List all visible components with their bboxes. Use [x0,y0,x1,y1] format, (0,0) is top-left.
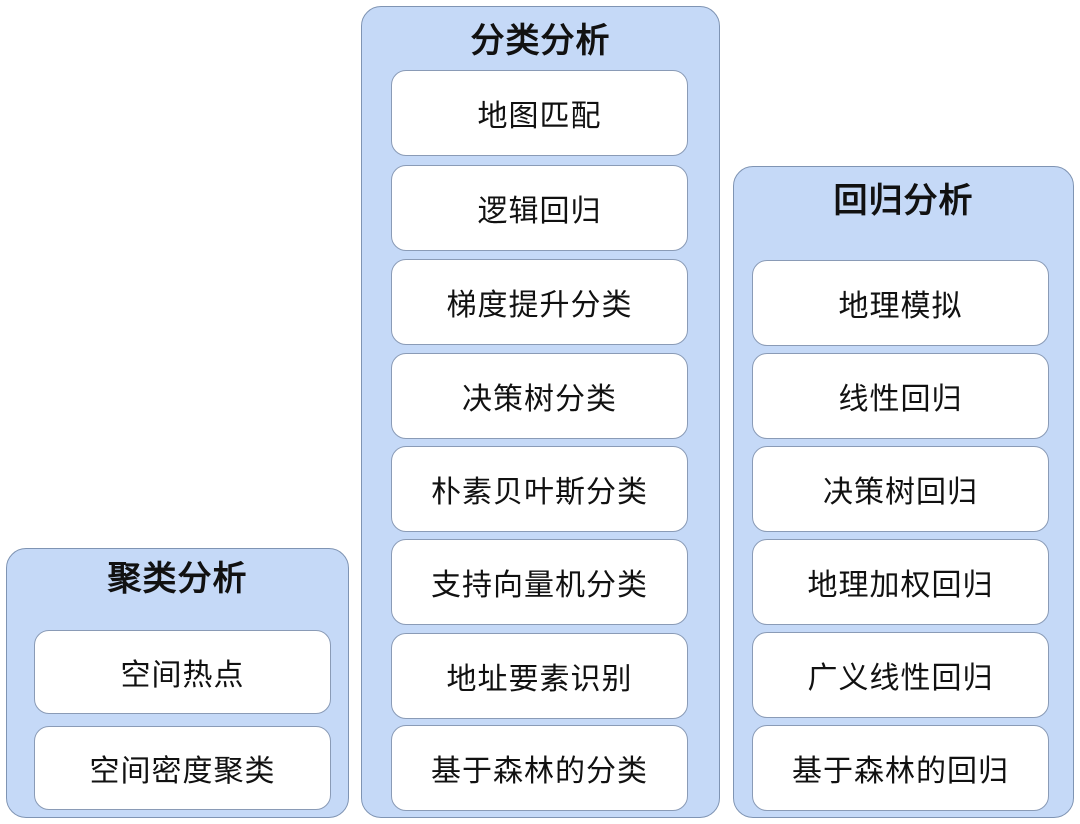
item-forest-based-regression: 基于森林的回归 [752,725,1049,811]
item-map-matching: 地图匹配 [391,70,688,156]
item-spatial-density-clustering: 空间密度聚类 [34,726,331,810]
item-naive-bayes-classification: 朴素贝叶斯分类 [391,446,688,532]
item-forest-based-classification: 基于森林的分类 [391,725,688,811]
group-title-classification: 分类分析 [470,21,611,61]
item-linear-regression: 线性回归 [752,353,1049,439]
group-title-regression: 回归分析 [833,181,974,221]
item-gradient-boosting-classification: 梯度提升分类 [391,259,688,345]
item-decision-tree-regression: 决策树回归 [752,446,1049,532]
item-generalized-linear-regression: 广义线性回归 [752,632,1049,718]
group-classification-analysis: 分类分析 地图匹配 逻辑回归 梯度提升分类 决策树分类 朴素贝叶斯分类 支持向量… [361,6,720,818]
item-logistic-regression: 逻辑回归 [391,165,688,251]
group-regression-analysis: 回归分析 地理模拟 线性回归 决策树回归 地理加权回归 广义线性回归 基于森林的… [733,166,1074,818]
item-svm-classification: 支持向量机分类 [391,539,688,625]
item-geographic-simulation: 地理模拟 [752,260,1049,346]
item-address-element-recognition: 地址要素识别 [391,633,688,719]
item-decision-tree-classification: 决策树分类 [391,353,688,439]
item-geographically-weighted-regression: 地理加权回归 [752,539,1049,625]
group-clustering-analysis: 聚类分析 空间热点 空间密度聚类 [6,548,349,818]
group-title-clustering: 聚类分析 [107,559,248,599]
item-spatial-hotspot: 空间热点 [34,630,331,714]
